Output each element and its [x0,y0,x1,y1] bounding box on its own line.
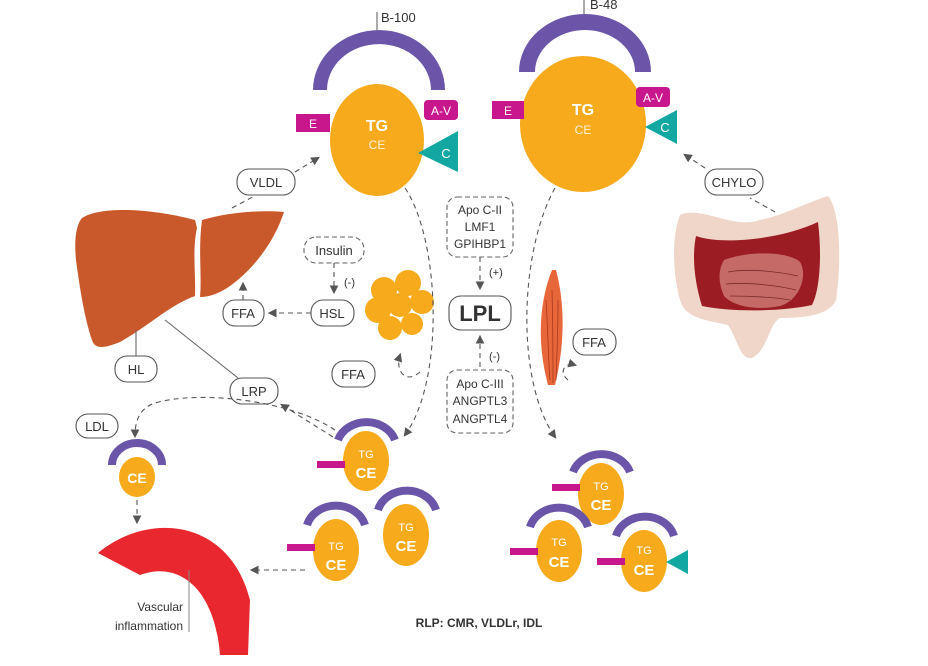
chylo-remnant-1: TG CE [552,450,634,525]
liver-illustration [75,209,284,347]
apo-b48-label: B-48 [590,0,617,12]
liver-right-lobe [75,209,197,347]
ldl-ce-label: CE [127,470,146,486]
vldl-lipolysis-path [403,187,434,437]
vldl-remnant-1: TG CE [317,418,399,491]
apo-e-label: E [309,117,317,131]
lpl-inhibitors-box [446,369,514,434]
liver-left-lobe [200,211,284,297]
inhibitor-3: ANGPTL4 [453,412,508,426]
remnant-tg: TG [636,545,651,557]
vascular-label-1: Vascular [137,600,183,614]
remnant-tg: TG [593,481,608,493]
ffa-adipose-label: FFA [341,367,365,382]
ce-label: CE [575,123,592,137]
remnant-tg: TG [551,537,566,549]
adipose-cells [365,270,434,340]
tg-label: TG [572,102,594,119]
insulin-label: Insulin [315,243,353,258]
inhibitor-2: ANGPTL3 [453,394,508,408]
lpl-label: LPL [459,301,501,326]
lrp-label: LRP [241,384,266,399]
apo-c-triangle [418,131,458,172]
activator-3: GPIHBP1 [454,237,506,251]
apo-av-tag [424,100,458,120]
ldl-label: LDL [85,419,109,434]
lrp-leader-line [164,319,239,379]
ffa-muscle-box [572,328,617,356]
muscle-illustration [540,270,563,385]
ffa-liver-label: FFA [231,306,255,321]
apo-e-label: E [504,104,512,118]
hl-box [114,355,158,383]
apo-c-label: C [660,120,669,135]
vldl-remnant-3: TG CE [374,486,440,566]
inhibitor-1: Apo C-III [456,377,503,391]
activator-effect: (+) [489,267,503,279]
remnant-to-ldl-path [130,396,336,439]
apo-b48-arc [519,14,651,73]
ffa-adipose-box [331,360,376,388]
chylo-lipolysis-path [526,187,557,439]
vessel-wall [98,527,250,655]
ce-label: CE [369,138,386,152]
chylo-core [520,56,646,192]
remnant-tg: TG [398,522,413,534]
remnant-ce: CE [356,465,377,482]
chylo-to-particle-arrow [683,153,706,169]
apo-e-tag [492,101,524,119]
chylo-remnant-2: TG CE [510,503,592,582]
vldl-label: VLDL [250,175,283,190]
remnant-tg: TG [358,449,373,461]
intestine-to-chylo-link [749,197,776,213]
activator-2: LMF1 [465,220,496,234]
adipose-ffa-arrow [393,352,421,378]
remnant-ce: CE [591,497,612,514]
ldl-box [75,413,119,439]
apo-av-label: A-V [431,104,451,118]
remnant-to-lrp-arrow [280,403,334,438]
hsl-label: HSL [319,306,344,321]
apo-c-label: C [441,146,450,161]
insulin-box [303,236,365,264]
vldl-particle: B-100 E A-V C TG CE [296,10,458,196]
ldl-apo-arc [108,439,166,466]
remnant-ce: CE [326,557,347,574]
remnant-ce: CE [634,562,655,579]
apo-av-label: A-V [643,91,663,105]
ldl-core [119,457,155,497]
ffa-muscle-label: FFA [582,335,606,350]
lpl-box [448,295,512,331]
tg-label: TG [366,118,388,135]
inhibitor-effect: (-) [489,351,500,363]
chylo-label: CHYLO [712,175,757,190]
rlp-caption: RLP: CMR, VLDLr, IDL [416,616,543,630]
muscle-ffa-arrow [562,358,578,381]
hl-label: HL [128,362,145,377]
apo-av-tag [636,87,670,107]
vldl-remnant-2: TG CE [287,501,369,581]
remnant-ce: CE [396,538,417,555]
apo-b100-arc [313,30,445,91]
chylomicron-particle: B-48 E A-V C TG CE [492,0,677,192]
vldl-box [236,168,296,196]
chylo-box [704,168,764,196]
apo-c-triangle [645,110,677,144]
chylo-remnant-3: TG CE [597,512,688,592]
apo-b100-label: B-100 [381,10,416,25]
remnant-ce: CE [549,554,570,571]
insulin-effect: (-) [344,277,355,289]
vldl-core [330,84,424,196]
apo-e-tag [296,114,330,132]
activator-1: Apo C-II [458,203,502,217]
intestine-illustration [674,196,840,359]
vldl-to-particle-arrow [294,156,320,173]
lrp-box [229,377,279,405]
remnant-tg: TG [328,541,343,553]
vascular-label-2: inflammation [115,619,183,633]
